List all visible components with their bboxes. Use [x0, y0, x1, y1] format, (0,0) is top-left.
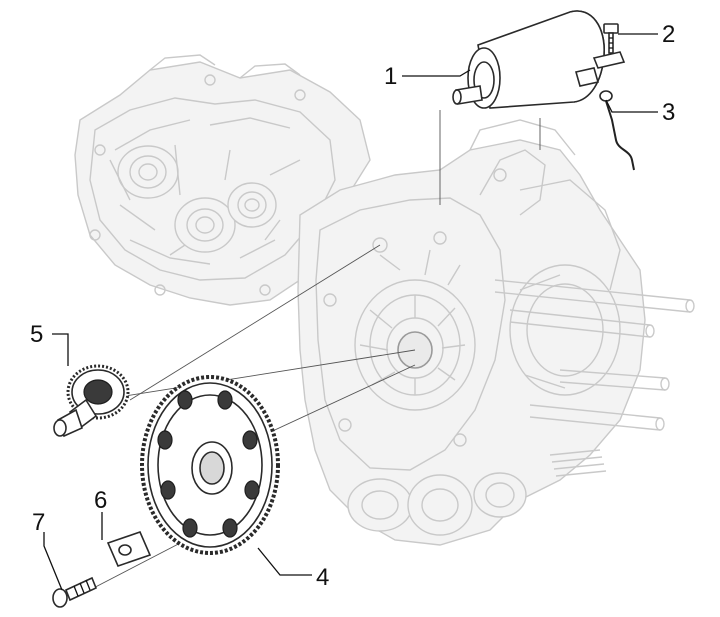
- callout-label-3: 3: [662, 99, 675, 126]
- callout-label-7: 7: [32, 509, 45, 536]
- starter-motor-part: [452, 10, 605, 109]
- idler-gear-part-5: [53, 364, 130, 438]
- callout-label-6: 6: [94, 487, 107, 514]
- callout-label-1: 1: [384, 63, 397, 90]
- callout-3: 3: [605, 99, 675, 126]
- cable-part-3: [599, 90, 635, 171]
- callout-label-4: 4: [316, 564, 329, 591]
- callout-4: 4: [257, 547, 329, 591]
- callout-6: 6: [94, 487, 107, 540]
- screw-part-2: [592, 23, 626, 69]
- crankcase-left-half: [74, 54, 371, 306]
- callout-1: 1: [384, 63, 471, 90]
- callout-label-5: 5: [30, 321, 43, 348]
- callout-label-2: 2: [662, 21, 675, 48]
- crankcase-right-half: [297, 119, 695, 546]
- bolt-part-7: [52, 576, 98, 608]
- starter-gear-part-4: [140, 375, 280, 555]
- callout-7: 7: [32, 509, 63, 591]
- callout-2: 2: [618, 21, 675, 48]
- callout-5: 5: [30, 321, 69, 366]
- retaining-plate-part-6: [106, 531, 152, 567]
